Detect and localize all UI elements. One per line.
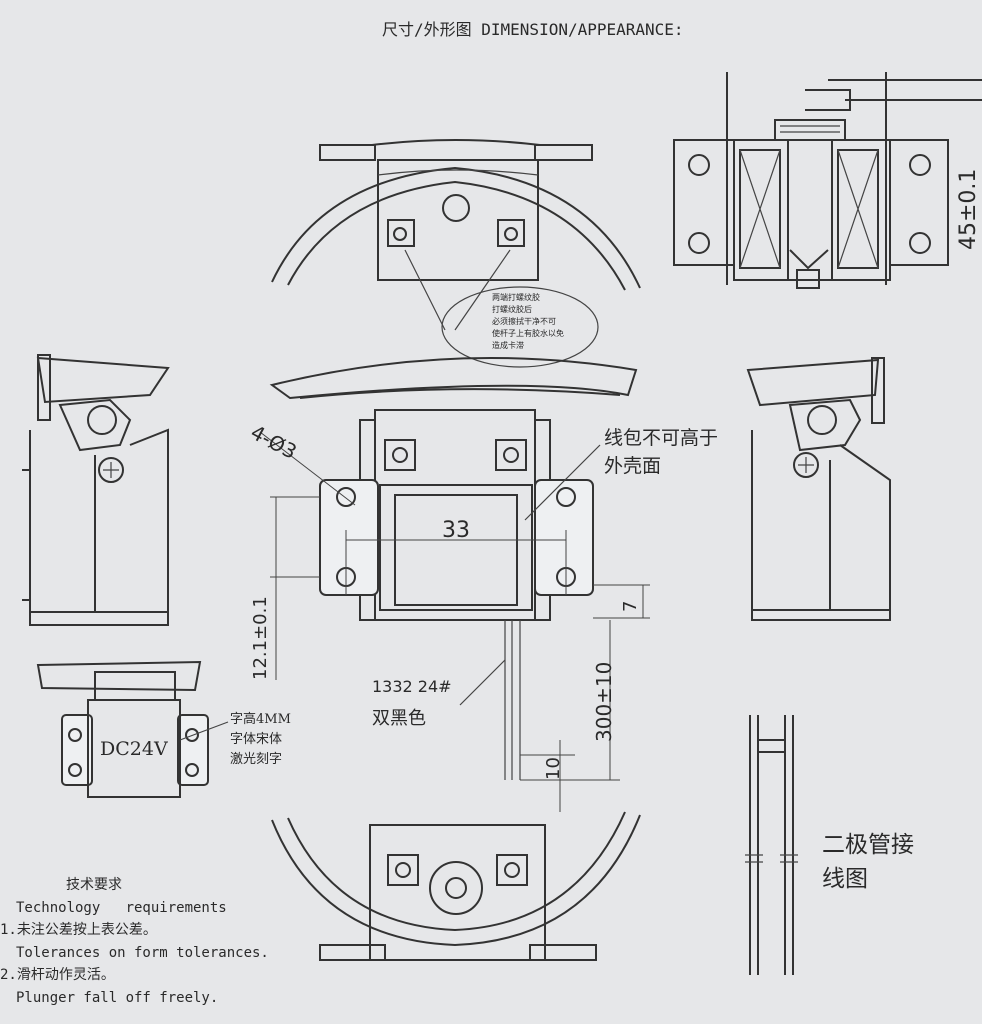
width-dimension-label: 33 <box>442 518 470 543</box>
coil-note: 线包不可高于 外壳面 <box>604 424 718 480</box>
glue-note: 两端打螺纹胶 打螺纹胶后 必须擦拭干净不可 使杆子上有胶水以免 造成卡滞 <box>492 292 564 352</box>
lead-length-dimension-label: 300±10 <box>592 661 616 742</box>
section-view <box>673 72 982 289</box>
wire-color-label: 双黑色 <box>372 708 426 729</box>
technology-requirements: 技术要求 Technology requirements 1.未注公差按上表公差… <box>0 874 269 1009</box>
page-title: 尺寸/外形图 DIMENSION/APPEARANCE: <box>382 20 684 39</box>
tech-item-2-cn: 2.滑杆动作灵活。 <box>0 967 115 983</box>
coil-note-line: 线包不可高于 <box>604 427 719 449</box>
hole-spacing-dimension-label: 12.1±0.1 <box>250 596 271 680</box>
glue-note-line: 造成卡滞 <box>492 341 524 350</box>
tech-item-2-en: Plunger fall off freely. <box>16 989 219 1006</box>
laser-note-line: 字高4MM <box>230 712 291 727</box>
bottom-view <box>271 811 641 961</box>
diode-caption-line: 线图 <box>822 866 868 892</box>
glue-note-line: 使杆子上有胶水以免 <box>492 329 564 338</box>
laser-note-line: 激光刻字 <box>230 752 283 767</box>
label-view <box>36 660 229 798</box>
diode-wiring-diagram <box>745 715 798 975</box>
laser-marking-note: 字高4MM 字体宋体 激光刻字 <box>230 710 291 770</box>
tech-heading-en: Technology requirements <box>16 899 227 916</box>
height-dimension-label: 45±0.1 <box>956 168 981 250</box>
top-view <box>271 139 641 331</box>
wire-spec-label: 1332 24# <box>372 677 452 696</box>
laser-note-line: 字体宋体 <box>230 732 283 747</box>
right-side-view <box>746 357 891 621</box>
glue-note-line: 打螺纹胶后 <box>492 305 532 314</box>
diode-caption: 二极管接 线图 <box>822 828 914 896</box>
diode-caption-line: 二极管接 <box>822 832 914 858</box>
tech-item-1-en: Tolerances on form tolerances. <box>16 944 269 961</box>
voltage-marking: DC24V <box>100 738 168 760</box>
offset-dimension-label: 7 <box>620 600 641 612</box>
glue-note-line: 两端打螺纹胶 <box>492 293 540 302</box>
strip-length-dimension-label: 10 <box>543 757 564 780</box>
glue-note-line: 必须擦拭干净不可 <box>492 317 556 326</box>
main-view <box>259 357 650 812</box>
tech-heading-cn: 技术要求 <box>66 877 122 893</box>
tech-item-1-cn: 1.未注公差按上表公差。 <box>0 922 157 938</box>
glue-note-bubble <box>441 286 599 368</box>
left-side-view <box>22 354 170 626</box>
coil-note-line: 外壳面 <box>604 455 662 477</box>
